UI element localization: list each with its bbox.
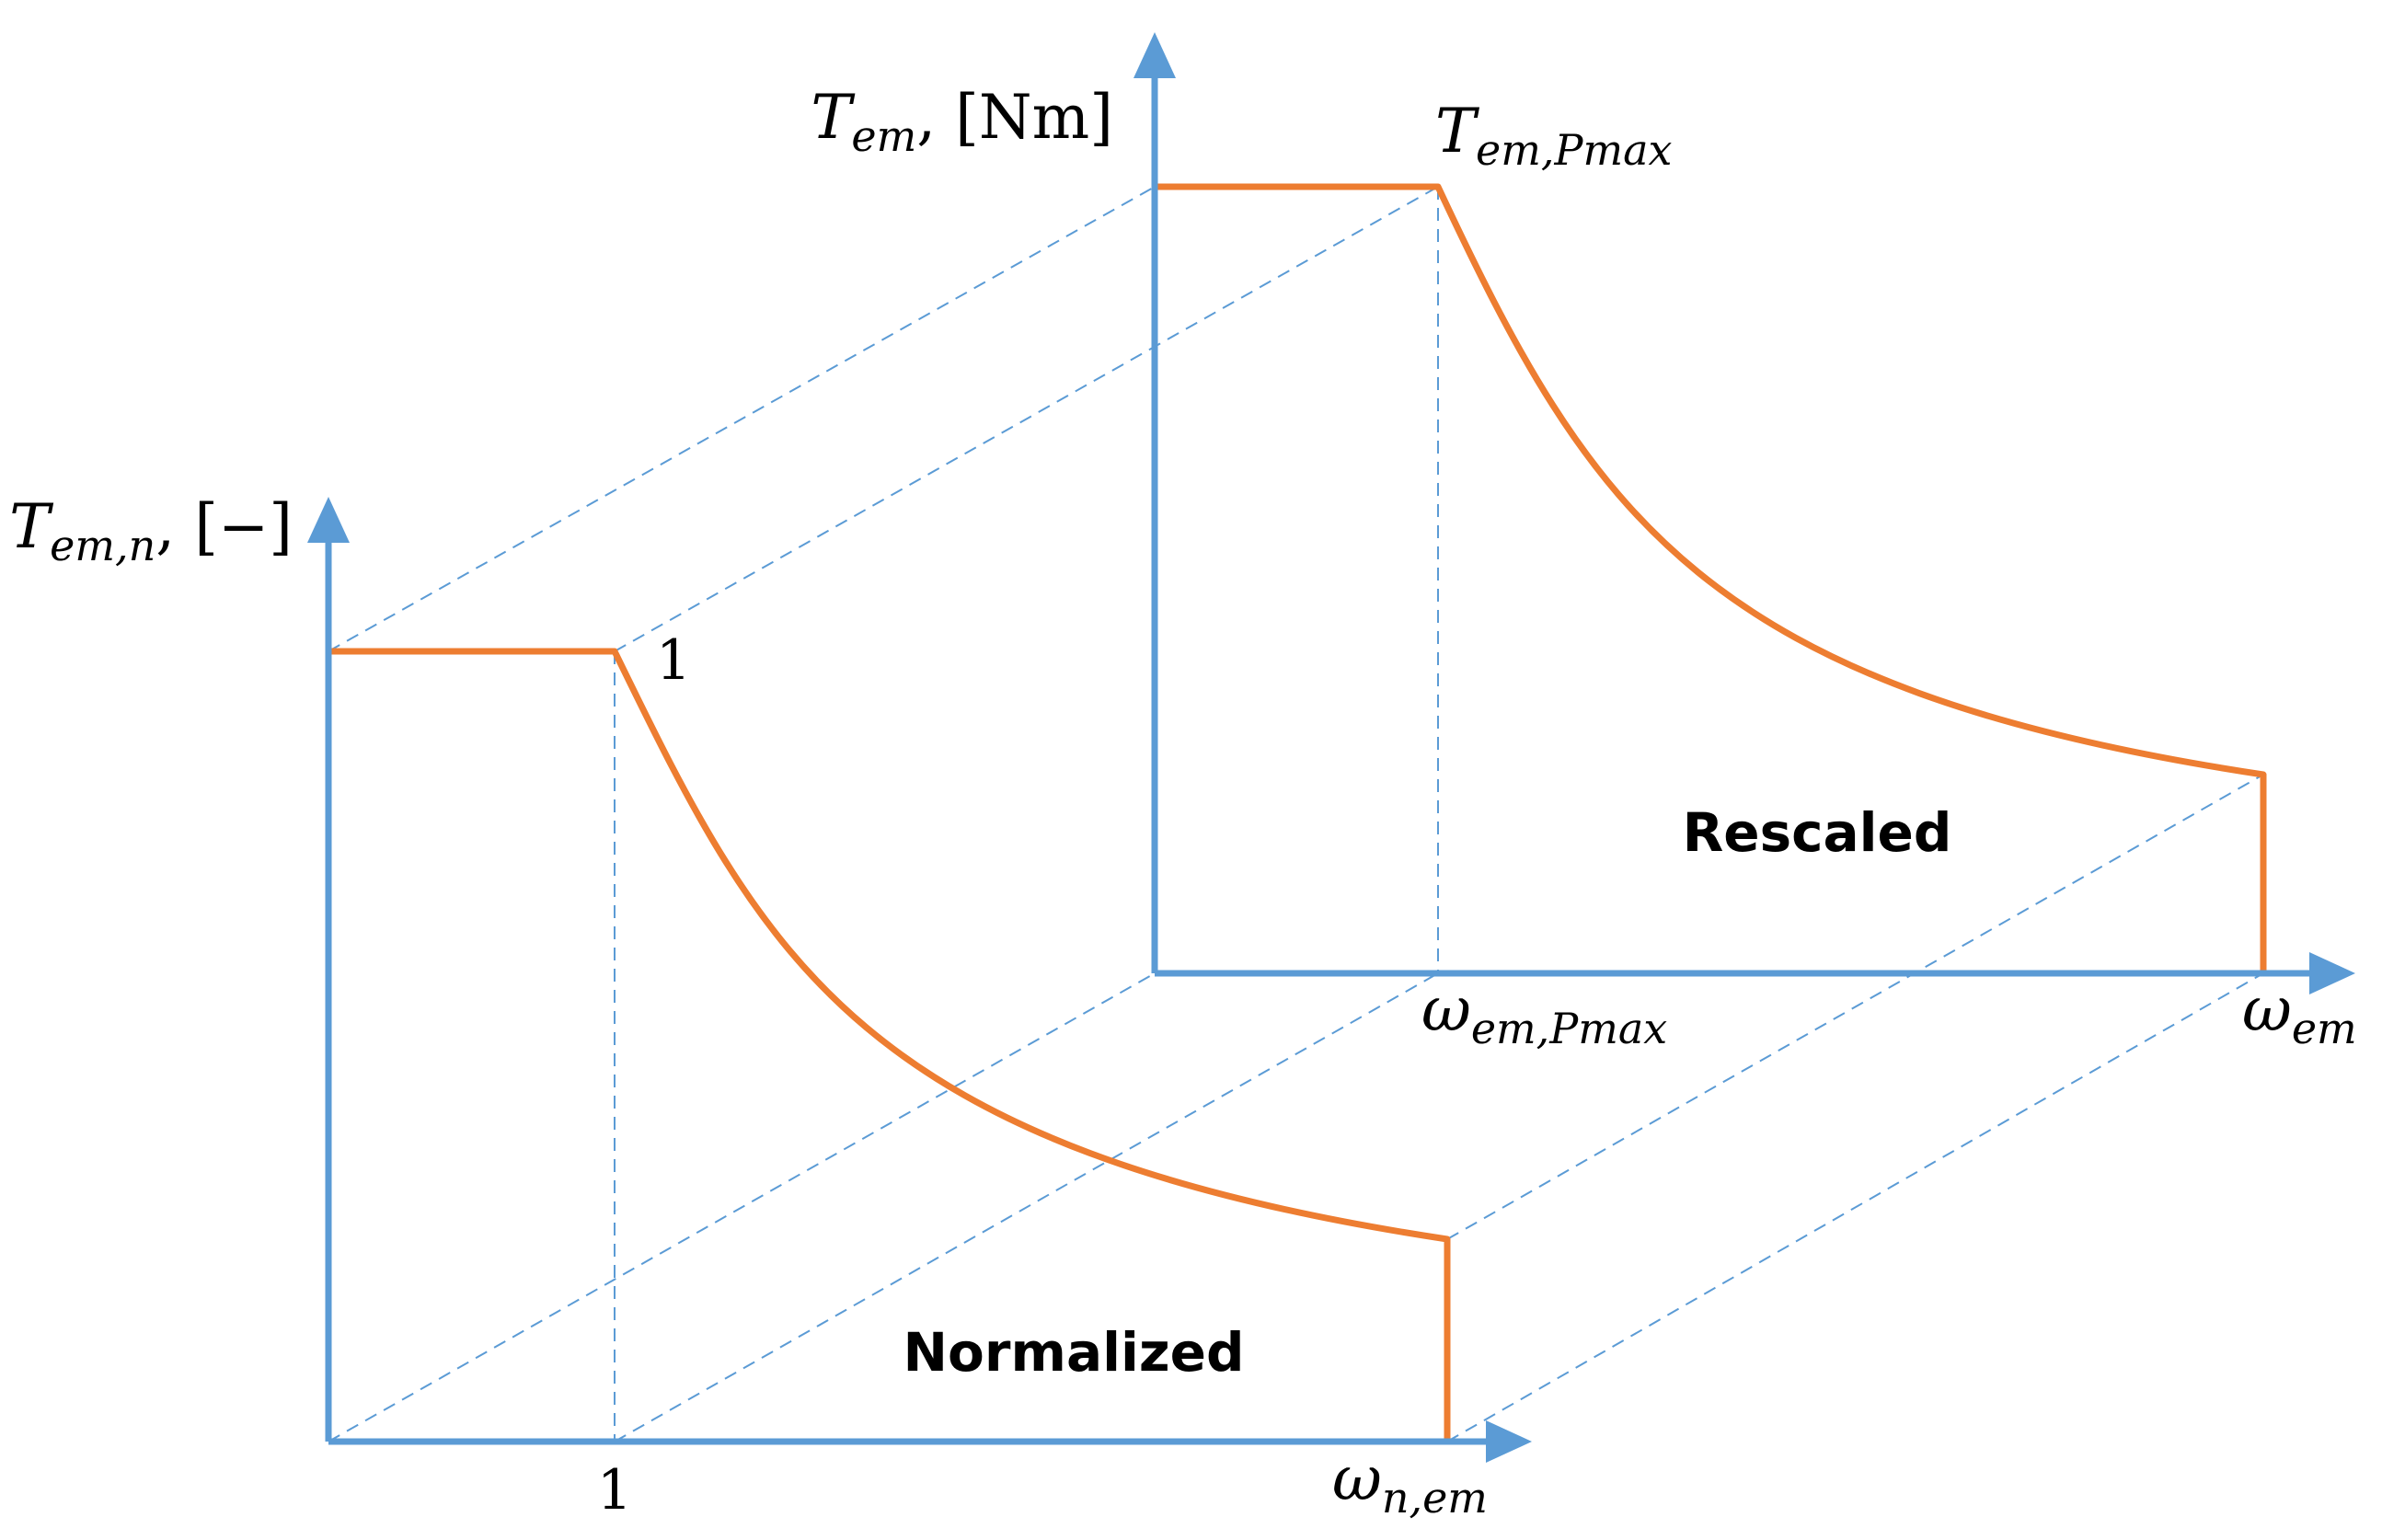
guide-line-base-speed xyxy=(614,972,1439,1442)
normalized-x-arrowhead xyxy=(1486,1420,1532,1463)
axes xyxy=(325,72,2309,1445)
normalized-curve xyxy=(328,648,1451,1442)
normalized-y-axis-label: Tem,n, [−] xyxy=(9,491,293,570)
normalized-x-axis-label: ωn,em xyxy=(1332,1443,1488,1523)
normalized-region-label: Normalized xyxy=(903,1321,1245,1384)
rescaled-y-axis-label: Tem, [Nm] xyxy=(811,82,1113,161)
rescaled-torque-tick-label: Tem,Pmax xyxy=(1435,96,1672,175)
guide-line-top-corner xyxy=(614,186,1439,652)
normalized-y-arrowhead xyxy=(307,497,350,543)
rescaled-y-arrowhead xyxy=(1133,32,1176,78)
rescaled-x-arrowhead xyxy=(2309,952,2355,994)
projection-guides xyxy=(328,186,2264,1442)
rescaled-x-axis-label: ωem xyxy=(2242,974,2357,1053)
normalized-speed-tick-label: 1 xyxy=(597,1458,632,1523)
axis-arrowheads xyxy=(307,32,2355,1463)
torque-speed-curves xyxy=(328,183,2267,1442)
guide-line-top-left xyxy=(328,186,1156,652)
rescaled-speed-tick-label: ωem,Pmax xyxy=(1421,974,1667,1053)
guide-line-end-bottom xyxy=(1446,972,2264,1442)
guide-line-origin xyxy=(328,972,1156,1442)
rescaled-curve xyxy=(1157,183,2267,973)
guide-line-end-top xyxy=(1446,774,2264,1240)
normalized-torque-tick-label: 1 xyxy=(656,628,691,693)
rescaled-region-label: Rescaled xyxy=(1683,801,1952,864)
